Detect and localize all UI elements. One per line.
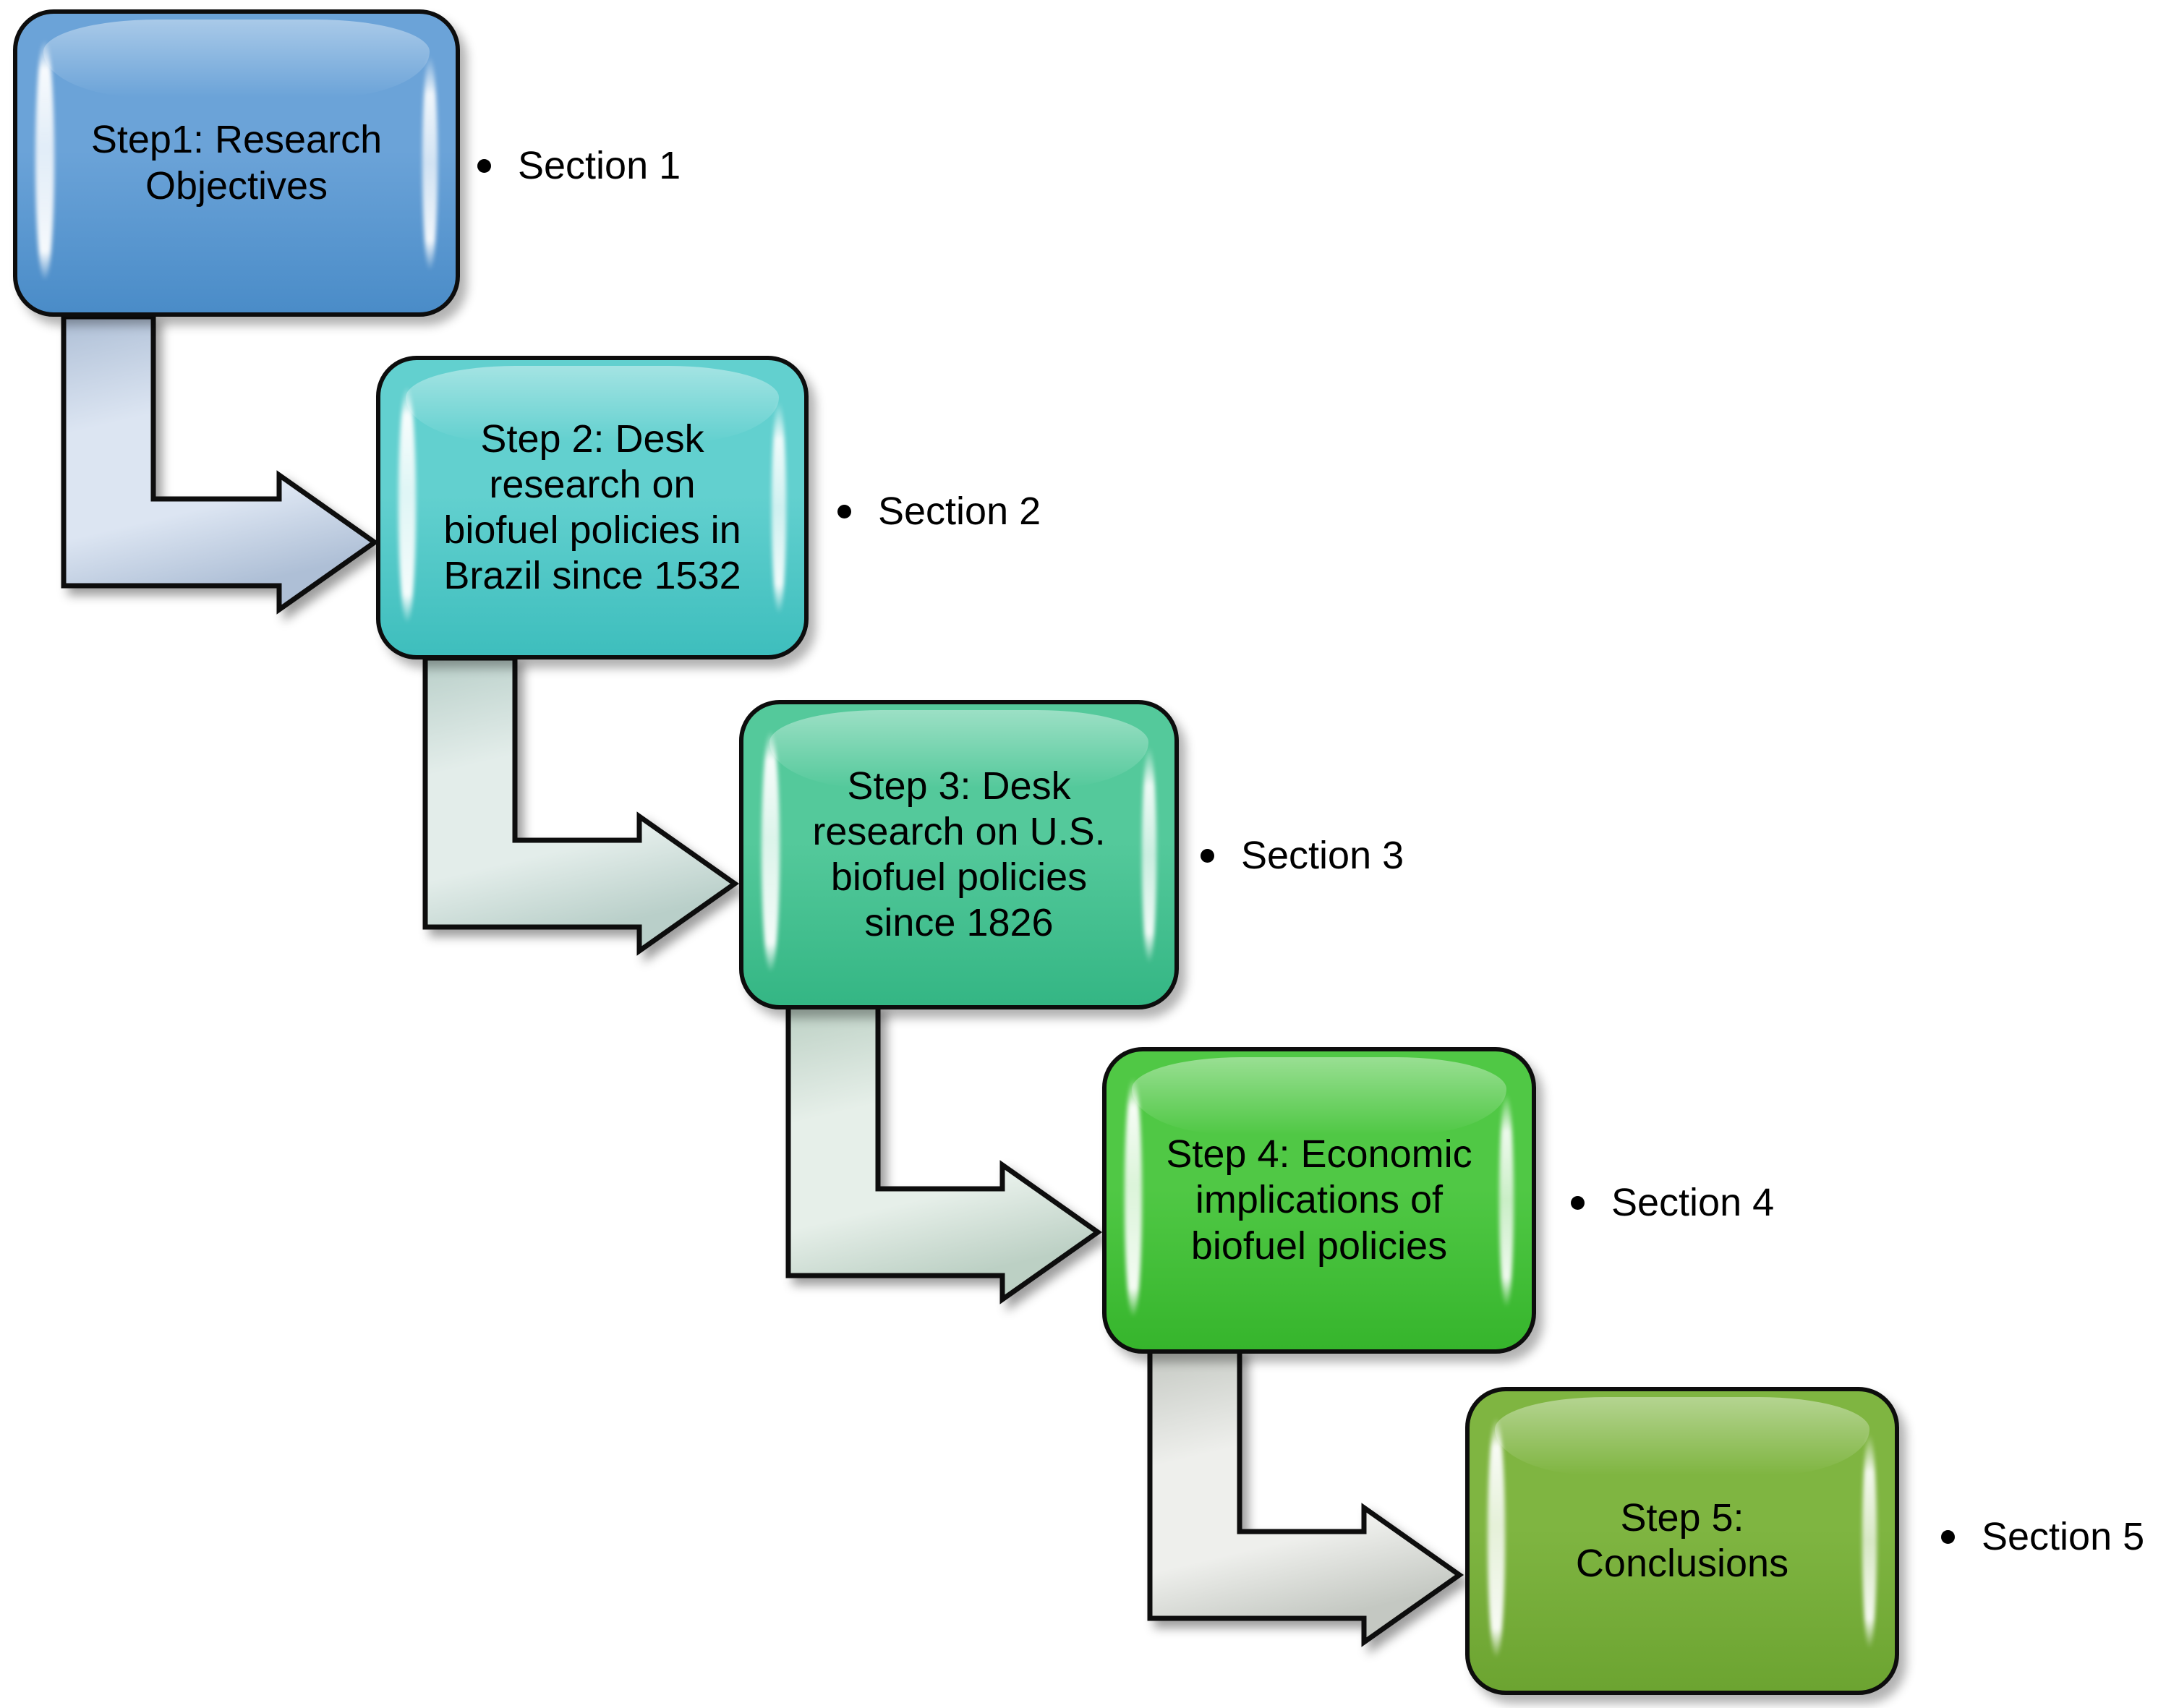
- connector-arrow-step2-step3: [422, 655, 740, 956]
- gloss-left-highlight: [762, 731, 780, 973]
- bullet-point-icon: [1941, 1529, 1955, 1544]
- section-annotation-label: Section 2: [878, 490, 1041, 533]
- process-box-label: Step 3: Desk research on U.S. biofuel po…: [812, 764, 1106, 945]
- section-annotation-label: Section 5: [1982, 1515, 2145, 1558]
- process-box-label: Step1: Research Objectives: [90, 118, 383, 208]
- gloss-right-highlight: [1499, 1093, 1514, 1308]
- section-annotation-label: Section 3: [1241, 834, 1404, 877]
- gloss-right-highlight: [422, 55, 438, 271]
- section-annotation-4: Section 4: [1571, 1180, 1774, 1225]
- bullet-point-icon: [837, 504, 851, 518]
- gloss-right-highlight: [772, 401, 787, 614]
- section-annotation-label: Section 1: [518, 144, 681, 187]
- process-box-step-2[interactable]: Step 2: Desk research on biofuel policie…: [376, 356, 809, 659]
- bullet-point-icon: [1201, 848, 1214, 863]
- process-box-step-1[interactable]: Step1: Research Objectives: [13, 9, 460, 317]
- gloss-left-highlight: [35, 40, 54, 280]
- section-annotation-3: Section 3: [1201, 833, 1404, 878]
- process-box-label: Step 4: Economic implications of biofuel…: [1166, 1132, 1472, 1268]
- gloss-left-highlight: [1487, 1418, 1506, 1658]
- gloss-top-highlight: [1495, 1397, 1869, 1475]
- connector-arrow-step1-step2: [61, 314, 380, 615]
- gloss-left-highlight: [1124, 1078, 1143, 1317]
- process-box-label: Step 5: Conclusions: [1575, 1495, 1789, 1585]
- section-annotation-5: Section 5: [1941, 1514, 2144, 1559]
- gloss-top-highlight: [1132, 1057, 1506, 1135]
- process-box-step-5[interactable]: Step 5: Conclusions: [1465, 1387, 1899, 1695]
- process-box-step-3[interactable]: Step 3: Desk research on U.S. biofuel po…: [739, 700, 1179, 1009]
- connector-arrow-step4-step5: [1147, 1346, 1464, 1647]
- gloss-right-highlight: [1141, 746, 1156, 963]
- bullet-point-icon: [477, 158, 491, 173]
- gloss-top-highlight: [43, 20, 430, 98]
- process-box-step-4[interactable]: Step 4: Economic implications of biofuel…: [1102, 1047, 1536, 1354]
- gloss-right-highlight: [1862, 1432, 1877, 1649]
- connector-arrow-step3-step4: [785, 1004, 1103, 1305]
- process-box-label: Step 2: Desk research on biofuel policie…: [443, 417, 741, 598]
- bullet-point-icon: [1571, 1195, 1585, 1210]
- section-annotation-2: Section 2: [837, 489, 1041, 534]
- section-annotation-1: Section 1: [477, 143, 681, 188]
- section-annotation-label: Section 4: [1611, 1181, 1775, 1224]
- gloss-left-highlight: [398, 386, 417, 623]
